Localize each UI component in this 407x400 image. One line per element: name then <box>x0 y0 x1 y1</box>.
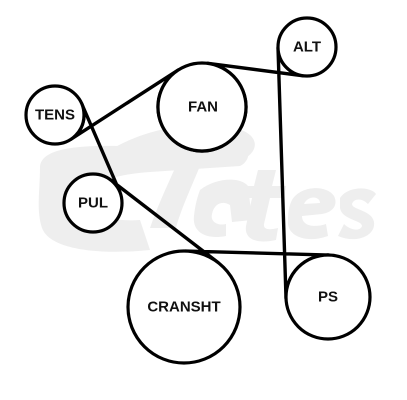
pulley-tens: TENS <box>24 84 86 146</box>
pulley-fan: FAN <box>156 61 248 153</box>
pulley-alt: ALT <box>276 16 338 78</box>
pulley-cransht-circle <box>126 249 242 365</box>
pulley-ps: PS <box>284 253 372 341</box>
pulley-pul-label: PUL <box>78 195 108 212</box>
pulley-alt-circle <box>276 16 338 78</box>
pulley-alt-label: ALT <box>293 39 321 56</box>
pulley-ps-label: PS <box>318 289 338 306</box>
pulley-tens-circle <box>24 84 86 146</box>
pulley-fan-label: FAN <box>188 99 218 116</box>
pulley-tens-label: TENS <box>35 107 75 124</box>
pulley-pul-circle <box>62 172 124 234</box>
pulley-ps-circle <box>284 253 372 341</box>
pulley-cransht-label: CRANSHT <box>147 299 220 316</box>
pulley-cransht: CRANSHT <box>126 249 242 365</box>
pulley-pul: PUL <box>62 172 124 234</box>
pulley-fan-circle <box>156 61 248 153</box>
